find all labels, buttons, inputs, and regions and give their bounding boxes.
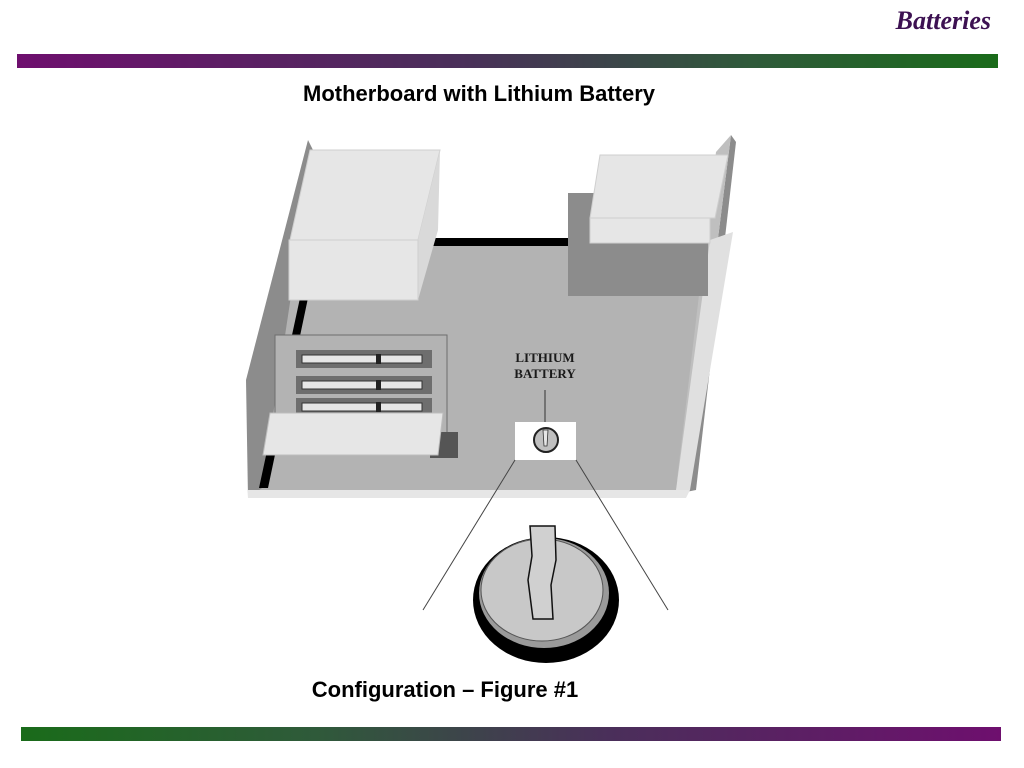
drive-bay-left-top	[289, 149, 441, 241]
board-back-edge	[425, 238, 590, 246]
expansion-card	[262, 412, 444, 456]
figure-caption: Configuration – Figure #1	[311, 677, 579, 702]
battery-label-line2: BATTERY	[514, 366, 576, 381]
expansion-slot-latch	[376, 354, 381, 364]
diagram-heading: Motherboard with Lithium Battery	[303, 81, 655, 106]
slide-title: Batteries	[895, 6, 991, 35]
drive-bay-left-side	[418, 150, 440, 300]
battery-retainer-clip	[527, 525, 557, 620]
zoom-line-left	[422, 459, 516, 611]
case-front-edge	[248, 490, 690, 498]
header-divider-bar	[17, 54, 998, 68]
expansion-slot-latch	[376, 380, 381, 390]
expansion-slot	[301, 402, 423, 412]
power-supply-front	[589, 217, 711, 244]
footer-divider-bar	[21, 727, 1001, 741]
battery-label-line1: LITHIUM	[515, 350, 574, 365]
battery-enlarged	[473, 525, 619, 663]
expansion-slot-latch	[376, 402, 381, 412]
expansion-slots	[296, 350, 432, 416]
zoom-line-right	[575, 459, 669, 611]
case-right-face	[676, 232, 733, 490]
power-supply-top	[589, 154, 729, 219]
battery-small-clip	[542, 429, 549, 447]
expansion-slot	[301, 380, 423, 390]
expansion-slot	[301, 354, 423, 364]
drive-bay-left-front	[288, 239, 419, 301]
